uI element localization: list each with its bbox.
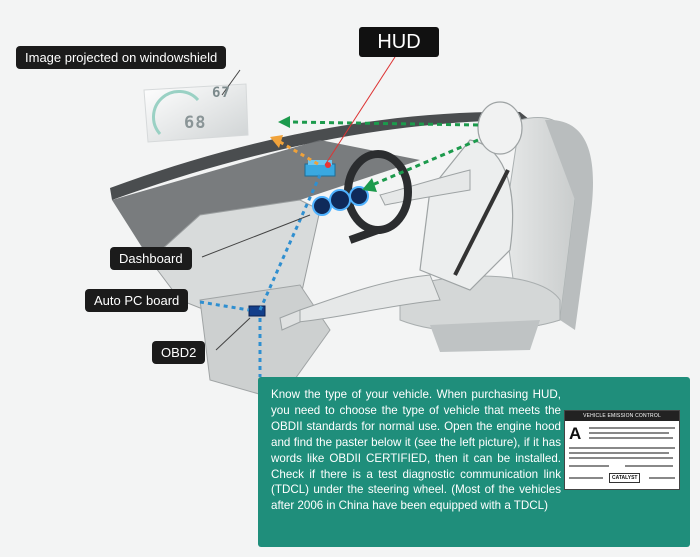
dashboard-top <box>112 140 420 260</box>
steering-column <box>348 226 380 244</box>
leader-dashboard <box>201 214 311 258</box>
sticker-header: VEHICLE EMISSION CONTROL INFORMATION <box>565 411 679 429</box>
sightline-to-windshield <box>289 120 479 127</box>
driver-arm <box>379 169 471 206</box>
seat-base <box>430 320 540 352</box>
hud-device-top <box>308 160 332 165</box>
speed-arc-icon <box>152 90 200 135</box>
sightline-arrowhead-top <box>278 116 290 128</box>
info-panel: Know the type of your vehicle. When purc… <box>258 377 690 547</box>
sticker-catalyst: CATALYST <box>609 473 641 483</box>
link-obd-to-hud <box>258 174 322 311</box>
obd2-label: OBD2 <box>152 341 206 364</box>
obd2-port <box>248 305 266 317</box>
gauge-right <box>349 186 369 206</box>
sightline-to-dashboard <box>371 138 479 187</box>
sightline-arrowhead-low <box>362 178 377 192</box>
pc-board-label: Auto PC board <box>85 289 189 312</box>
driver-head <box>477 101 523 155</box>
hud-readout-bottom: 68 <box>184 113 207 133</box>
hud-readout-top: 67 <box>212 85 231 101</box>
driver-foot <box>279 309 301 331</box>
projection-label: Image projected on windowshield <box>16 46 227 69</box>
info-text: Know the type of your vehicle. When purc… <box>271 388 561 513</box>
gauge-center <box>329 189 351 211</box>
leader-hud <box>324 56 396 166</box>
link-pc-to-obd <box>199 300 250 312</box>
leader-projection <box>221 69 241 96</box>
sticker-grade: A <box>569 424 582 443</box>
seat-belt <box>453 169 510 276</box>
projected-image-panel <box>143 83 249 143</box>
dashboard-label: Dashboard <box>110 247 192 270</box>
gauge-left <box>312 196 332 216</box>
leader-obd2 <box>215 317 251 351</box>
driver-body <box>419 139 514 291</box>
hud-title-label: HUD <box>359 27 439 57</box>
seat-back-shadow <box>545 119 593 330</box>
emission-sticker: VEHICLE EMISSION CONTROL INFORMATION A C… <box>564 410 680 490</box>
projection-arrowhead <box>270 135 283 148</box>
